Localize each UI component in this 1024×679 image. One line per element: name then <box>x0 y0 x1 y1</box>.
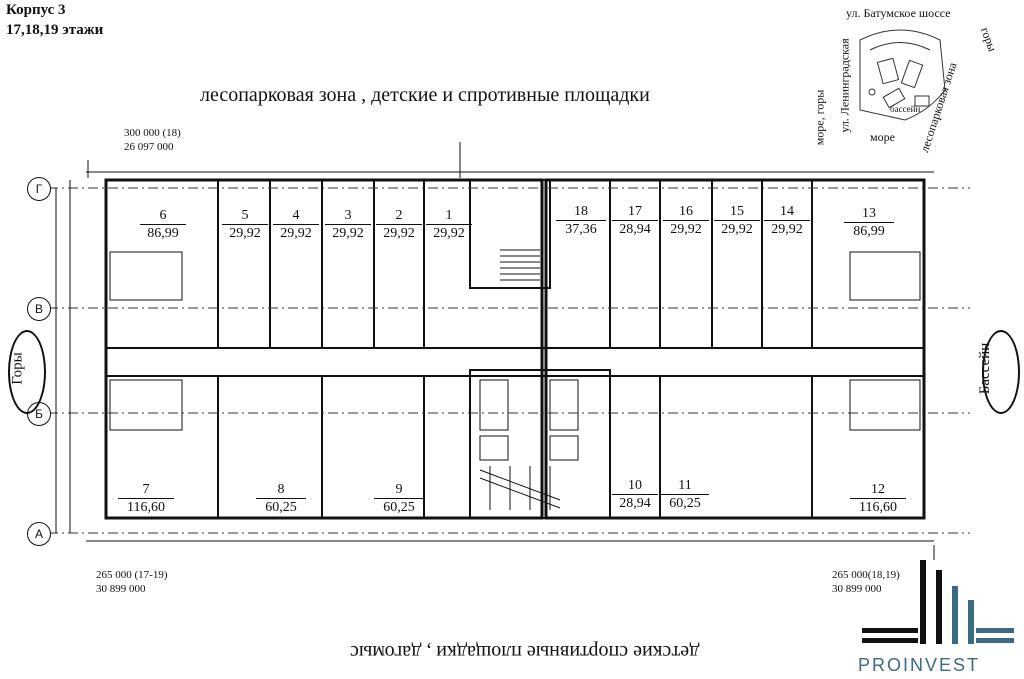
price-bottom-left: 265 000 (17-19) 30 899 000 <box>96 568 168 596</box>
bathroom-block <box>849 251 921 301</box>
price-line: 265 000 (17-19) <box>96 569 168 581</box>
map-street-top: ул. Батумское шоссе <box>846 6 951 20</box>
map-street-left: ул. Ленинградская <box>837 38 852 133</box>
building-title: Корпус 3 <box>6 2 66 18</box>
price-line: 30 899 000 <box>96 583 146 595</box>
axis-marker: Г <box>27 177 51 201</box>
right-side-oval <box>982 330 1020 414</box>
side-label-left: Горы <box>9 352 26 385</box>
top-stair-core <box>469 179 551 289</box>
price-line: 300 000 (18) <box>124 127 181 139</box>
staircase-bottom <box>479 466 561 510</box>
axis-marker: А <box>27 522 51 546</box>
elevator-core <box>469 369 611 519</box>
floors-label: 17,18,19 этажи <box>6 22 104 38</box>
logo-mark <box>862 560 1014 644</box>
logo-text: PROINVEST <box>858 655 981 675</box>
elevator-shaft <box>549 379 579 431</box>
elevator-shaft <box>479 379 509 431</box>
map-sea: море <box>870 130 895 144</box>
price-top-left: 300 000 (18) 26 097 000 <box>124 126 181 154</box>
price-line: 30 899 000 <box>832 583 882 595</box>
grid-axes <box>48 187 970 534</box>
price-line: 265 000(18,19) <box>832 569 900 581</box>
left-side-oval <box>8 330 46 414</box>
top-caption: лесопарковая зона , детские и спротивные… <box>200 84 650 106</box>
elevator-shaft <box>549 435 579 461</box>
side-label-right: Бассейн <box>977 342 994 395</box>
axis-marker: В <box>27 297 51 321</box>
bottom-caption: детские спортивные площадки , дагомыс <box>350 641 700 663</box>
site-map <box>859 29 946 121</box>
elevator-shaft <box>479 435 509 461</box>
staircase-top <box>500 249 540 281</box>
bathroom-block <box>109 379 183 431</box>
map-sea-mountains: море, горы <box>812 89 827 146</box>
building-header: Корпус 3 17,18,19 этажи <box>6 0 103 40</box>
price-bottom-right: 265 000(18,19) 30 899 000 <box>832 568 900 596</box>
bathroom-block <box>109 251 183 301</box>
price-line: 26 097 000 <box>124 141 174 153</box>
bathroom-block <box>849 379 921 431</box>
map-pool: бассейн <box>890 104 921 114</box>
